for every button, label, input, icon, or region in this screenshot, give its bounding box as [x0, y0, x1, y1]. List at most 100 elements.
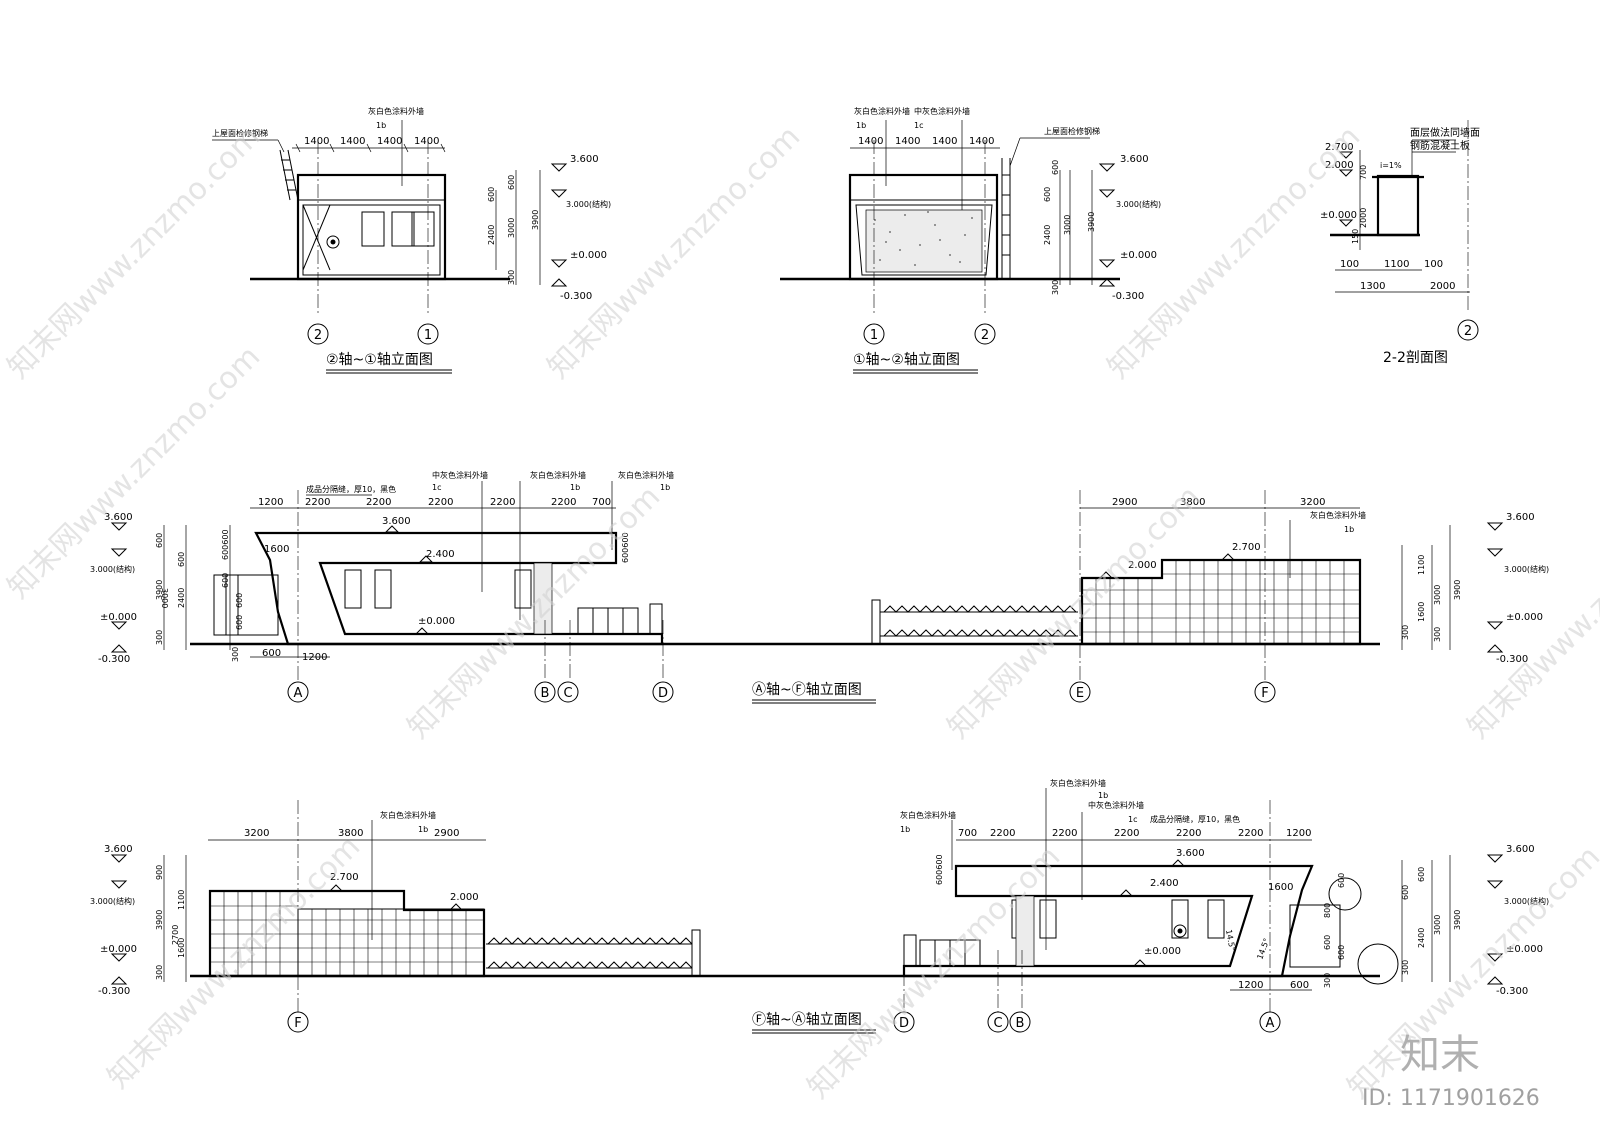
dim-top-4: 1400: [969, 136, 994, 147]
axis-bubble-A: A: [1266, 1016, 1275, 1031]
dim-b1-1: 100: [1340, 259, 1359, 270]
dim-tl-1: 1200: [258, 497, 283, 508]
elevation-A-F: 1200 2200 2200 2200 2200 2200 700 成品分隔缝，…: [90, 470, 1549, 704]
view-title: ①轴~②轴立面图: [853, 352, 960, 368]
level-2: 3.000(结构): [566, 199, 611, 209]
dim-right-1: 600: [507, 175, 516, 190]
dim-left-1: 600: [155, 533, 164, 548]
note-wall: 灰白色涂料外墙: [368, 106, 424, 116]
stone-column: [533, 562, 553, 635]
svg-text:知末网www.znzmo.com: 知末网www.znzmo.com: [401, 479, 667, 745]
section-2-2: 面层做法同墙面 钢筋混凝土板 i=1% 2.700 2.000 ±0.000 7…: [1320, 120, 1480, 366]
dim-tl-3: 2200: [366, 497, 391, 508]
dim-tl-1: 3200: [244, 828, 269, 839]
dim-top-1: 1400: [858, 136, 883, 147]
lvl-inner-4: 2.000: [1128, 560, 1157, 571]
angle-1: 14.5°: [1224, 929, 1237, 952]
note-wall-code: 1b: [376, 121, 386, 130]
dim-bottom-3: 1200: [302, 652, 327, 663]
dim-right-6: 300: [1433, 627, 1442, 642]
dim-tr-6: 2200: [1238, 828, 1263, 839]
dim-bottom-2: 600: [262, 648, 281, 659]
axis-bubble-1: 1: [870, 328, 878, 343]
fence: [486, 929, 701, 977]
level-r-1: 3.600: [1506, 512, 1535, 523]
dim-right-1: 600: [1417, 867, 1426, 882]
dim-right-5: 600: [1043, 187, 1052, 202]
dim-tr-1: 2900: [1112, 497, 1137, 508]
axis-bubble-D: D: [899, 1016, 909, 1031]
level-r-3: ±0.000: [1506, 944, 1543, 955]
level-r-2: 3.000(结构): [1504, 564, 1549, 574]
dim-right-1: 600: [1051, 160, 1060, 175]
dim-tr-1: 700: [958, 828, 977, 839]
dim-inner-5: 1600: [264, 544, 289, 555]
axis-bubble-B: B: [541, 686, 550, 701]
view-title: ②轴~①轴立面图: [326, 352, 433, 368]
dim-inner-1: 600600: [221, 529, 230, 560]
level-r-2: 3.000(结构): [1504, 896, 1549, 906]
dim-right-4: 3900: [1453, 580, 1462, 600]
note-wall-1: 灰白色涂料外墙: [854, 106, 910, 116]
dim-right-2: 1100: [1417, 555, 1426, 575]
dim-left-3: 150: [1351, 229, 1360, 244]
level-r-4: -0.300: [1496, 654, 1528, 665]
note-2: 钢筋混凝土板: [1410, 139, 1470, 152]
axis-bubble-F: F: [1261, 686, 1268, 701]
dim-tl-7: 700: [592, 497, 611, 508]
dim-right-6: 300: [507, 270, 516, 285]
note-white3-code: 1b: [1344, 525, 1354, 534]
level-l-1: 3.600: [104, 844, 133, 855]
level-l-4: -0.300: [98, 986, 130, 997]
note-white-r: 灰白色涂料外墙: [900, 810, 956, 820]
dim-inner-3: 600: [235, 593, 244, 608]
level-r-4: -0.300: [1496, 986, 1528, 997]
level-l-3: ±0.000: [100, 944, 137, 955]
note-mid-code: 1c: [1128, 815, 1138, 824]
axis-bubble-F: F: [294, 1016, 301, 1031]
level-1: 2.700: [1325, 142, 1354, 153]
lvl-inner-3: 3.600: [1176, 848, 1205, 859]
stone-column: [1015, 895, 1035, 967]
dim-ticks: [295, 143, 446, 153]
dim-right-4: 3900: [1453, 910, 1462, 930]
dim-b2-1: 1300: [1360, 281, 1385, 292]
dim-right-2: 3000: [507, 218, 516, 238]
note-white-top-code: 1b: [1098, 791, 1108, 800]
dim-right-2: 600: [1401, 885, 1410, 900]
dim-left-6: 300: [155, 965, 164, 980]
dim-left-4: 3000: [160, 588, 169, 608]
ac-unit-icon: [1173, 924, 1187, 938]
dim-inner-6: 600600: [621, 532, 630, 563]
note-white2: 灰白色涂料外墙: [618, 470, 674, 480]
tiled-wall: [1080, 558, 1362, 646]
note-1: 面层做法同墙面: [1410, 126, 1480, 139]
level-l-4: -0.300: [98, 654, 130, 665]
lvl-inner-5: ±0.000: [1144, 946, 1181, 957]
level-2: 2.000: [1325, 160, 1354, 171]
lvl-inner-2: 2.400: [426, 549, 455, 560]
view-title: Ⓕ轴~Ⓐ轴立面图: [752, 1012, 862, 1028]
tiled-wall: [208, 889, 486, 978]
note-white-top: 灰白色涂料外墙: [1050, 778, 1106, 788]
note-wall-1-code: 1b: [856, 121, 866, 130]
note-wall-2-code: 1c: [914, 121, 924, 130]
dim-b1-3: 100: [1424, 259, 1443, 270]
dim-bottom-2: 600: [1290, 980, 1309, 991]
dim-tr-2: 3800: [1180, 497, 1205, 508]
level-3: ±0.000: [1120, 250, 1157, 261]
brand-logo: 知末: [1400, 1032, 1480, 1078]
dim-tr-3: 2200: [1052, 828, 1077, 839]
axis-bubble-C: C: [993, 1016, 1002, 1031]
dim-right-3: 3000: [1433, 915, 1442, 935]
axis-bubble-C: C: [563, 686, 572, 701]
note-white-code: 1b: [418, 825, 428, 834]
dim-top-2: 1400: [895, 136, 920, 147]
dim-inner-2: 600: [221, 573, 230, 588]
dim-right-5: 1600: [1417, 602, 1426, 622]
note-mid: 中灰色涂料外墙: [432, 470, 488, 480]
dim-inner-4: 600: [235, 615, 244, 630]
dim-left-6: 300: [155, 630, 164, 645]
note-white2-code: 1b: [660, 483, 670, 492]
